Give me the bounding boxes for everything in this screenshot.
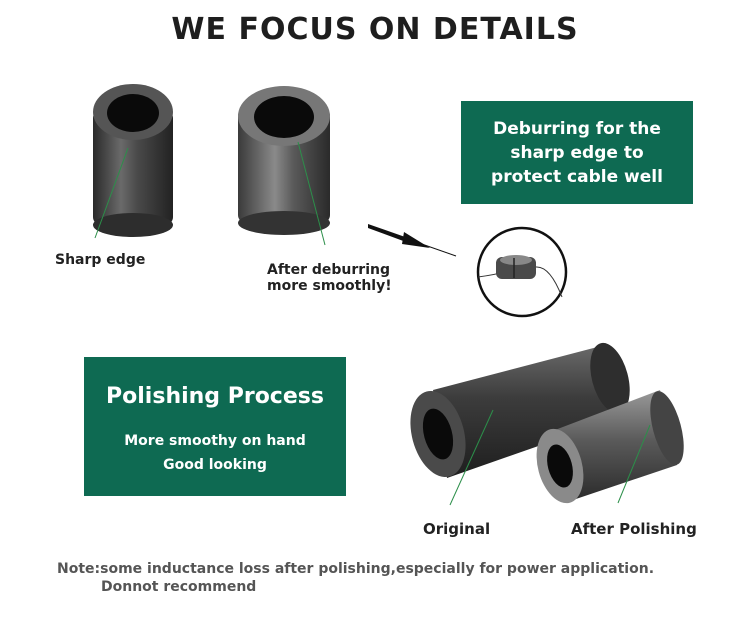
cylinder-polished <box>536 390 684 504</box>
ferrite-bead-pair-illustration <box>93 84 330 246</box>
polishing-line2: Good looking <box>163 457 267 473</box>
cable-bead-circle-image <box>476 226 568 318</box>
deburring-info-text: Deburring for the sharp edge to protect … <box>491 118 663 187</box>
sharp-edge-label: Sharp edge <box>55 252 146 268</box>
arrow-icon <box>368 224 457 257</box>
after-deburring-line1: After deburring <box>267 262 390 278</box>
after-deburring-label: After deburring more smoothly! <box>267 262 392 294</box>
cylinder-original <box>410 342 630 478</box>
polishing-info-box: Polishing Process More smoothy on hand G… <box>84 357 346 496</box>
page-title: WE FOCUS ON DETAILS <box>171 12 579 47</box>
original-label: Original <box>423 520 491 538</box>
pointer-line <box>617 424 651 504</box>
note-line1: Note:some inductance loss after polishin… <box>57 561 655 577</box>
pointer-line <box>449 409 494 506</box>
after-deburring-line2: more smoothly! <box>267 278 392 294</box>
note-text: Note:some inductance loss after polishin… <box>57 560 654 596</box>
pointer-line <box>94 147 129 239</box>
deburring-info-box: Deburring for the sharp edge to protect … <box>461 101 693 204</box>
polishing-line1: More smoothy on hand <box>124 433 306 449</box>
note-line2: Donnot recommend <box>101 579 257 595</box>
polishing-heading: Polishing Process <box>106 384 324 409</box>
pointer-line <box>297 141 326 246</box>
bead-after-deburring <box>238 86 330 235</box>
ferrite-cylinders-comparison <box>410 342 684 506</box>
bead-sharp-edge <box>93 84 173 237</box>
after-polishing-label: After Polishing <box>571 520 697 538</box>
